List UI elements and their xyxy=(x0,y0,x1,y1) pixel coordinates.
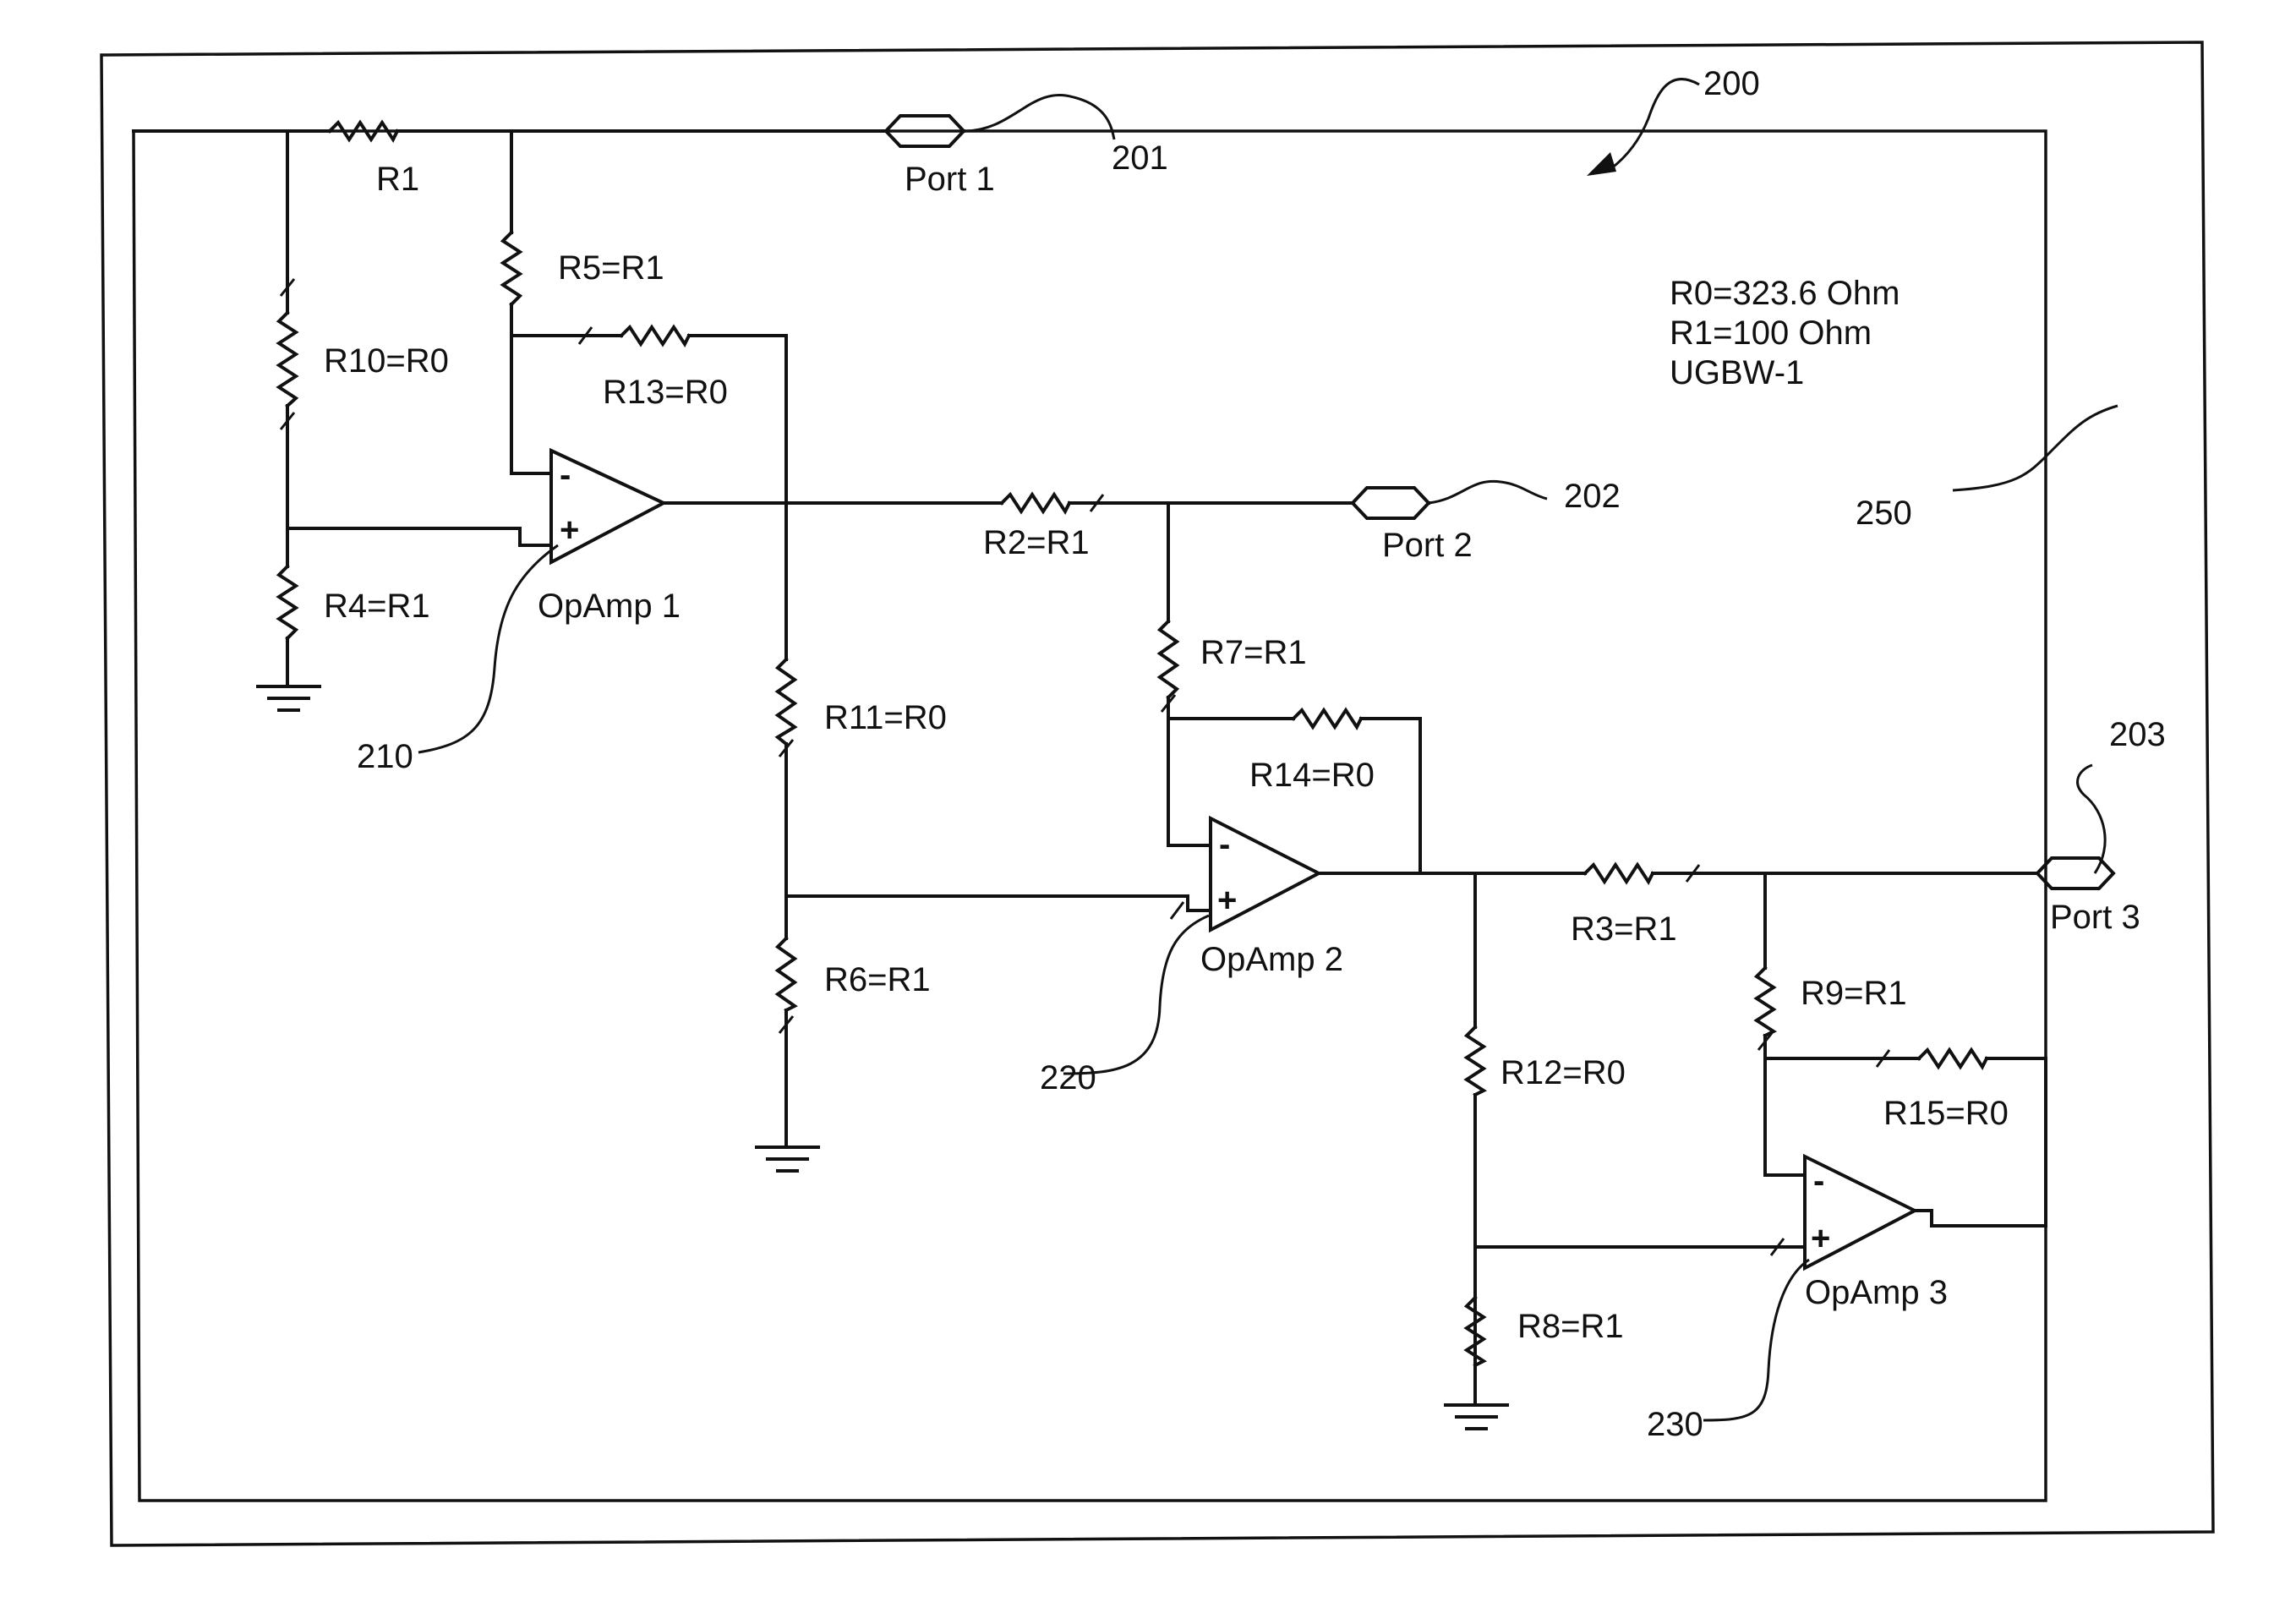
label-opamp-2: OpAmp 2 xyxy=(1200,941,1343,978)
opamp-1-plus: + xyxy=(560,511,579,549)
param-r1: R1=100 Ohm xyxy=(1670,314,1872,352)
label-r1: R1 xyxy=(376,161,419,198)
resistor-r15 xyxy=(1919,1050,1987,1067)
opamp-2: - + xyxy=(1211,818,1319,930)
resistor-r6 xyxy=(778,938,795,1010)
label-ref-202: 202 xyxy=(1564,478,1621,515)
label-r10: R10=R0 xyxy=(324,342,449,380)
label-r6: R6=R1 xyxy=(824,961,931,998)
opamp-1: - + xyxy=(551,451,664,562)
label-ref-210: 210 xyxy=(357,738,413,775)
label-r3: R3=R1 xyxy=(1571,910,1677,948)
resistor-r2 xyxy=(1002,495,1069,511)
resistor-r11 xyxy=(778,659,795,744)
opamp-3: - + xyxy=(1805,1156,1915,1268)
ground-1 xyxy=(258,686,320,710)
label-r7: R7=R1 xyxy=(1200,634,1307,671)
label-opamp-3: OpAmp 3 xyxy=(1805,1274,1948,1311)
label-opamp-1: OpAmp 1 xyxy=(538,588,681,625)
leader-230 xyxy=(1703,1260,1809,1420)
label-port-1: Port 1 xyxy=(905,161,995,198)
tolerance-ticks xyxy=(281,279,1889,1255)
label-ref-203: 203 xyxy=(2109,716,2166,753)
resistor-r4 xyxy=(279,566,296,638)
opamp-2-plus: + xyxy=(1217,882,1237,919)
label-r12: R12=R0 xyxy=(1501,1054,1626,1091)
ground-3 xyxy=(1446,1405,1507,1429)
label-r9: R9=R1 xyxy=(1801,975,1907,1012)
resistor-r9 xyxy=(1757,968,1774,1036)
resistor-r7 xyxy=(1160,621,1177,697)
label-r2: R2=R1 xyxy=(983,524,1090,561)
labels: R1 R5=R1 R10=R0 R13=R0 R4=R1 R2=R1 R7=R1… xyxy=(324,65,2166,1443)
label-r4: R4=R1 xyxy=(324,588,430,625)
opamp-3-minus: - xyxy=(1813,1162,1824,1200)
leader-200 xyxy=(1610,79,1699,169)
resistor-r14 xyxy=(1293,710,1361,727)
leader-201 xyxy=(964,95,1114,139)
opamp-2-minus: - xyxy=(1219,826,1230,863)
label-r13: R13=R0 xyxy=(603,374,728,411)
label-r15: R15=R0 xyxy=(1883,1095,2009,1132)
label-ref-201: 201 xyxy=(1112,139,1168,177)
label-ref-230: 230 xyxy=(1647,1406,1703,1443)
leader-250 xyxy=(1953,406,2118,490)
opamp-3-plus: + xyxy=(1811,1220,1830,1257)
opamp-1-minus: - xyxy=(560,457,571,494)
figure-frame xyxy=(101,42,2213,1545)
resistor-r3 xyxy=(1585,865,1653,882)
label-ref-220: 220 xyxy=(1040,1059,1096,1096)
resistor-r5 xyxy=(503,232,520,304)
arrow-200 xyxy=(1587,152,1616,176)
ground-2 xyxy=(757,1147,818,1171)
leader-202 xyxy=(1429,481,1547,503)
leader-220 xyxy=(1063,916,1209,1074)
resistor-r12 xyxy=(1467,1027,1484,1095)
port-3-symbol xyxy=(2037,858,2113,889)
resistor-r13 xyxy=(621,327,689,344)
port-2-symbol xyxy=(1353,488,1429,518)
label-port-3: Port 3 xyxy=(2050,899,2140,936)
leader-210 xyxy=(418,545,558,752)
ground-symbols xyxy=(258,686,1507,1429)
label-port-2: Port 2 xyxy=(1382,527,1473,564)
label-r5: R5=R1 xyxy=(558,249,664,287)
label-r8: R8=R1 xyxy=(1517,1308,1624,1345)
param-ugbw: UGBW-1 xyxy=(1670,354,1804,391)
label-r14: R14=R0 xyxy=(1249,757,1375,794)
resistor-r10 xyxy=(279,313,296,406)
label-ref-250: 250 xyxy=(1856,495,1912,532)
param-r0: R0=323.6 Ohm xyxy=(1670,275,1900,312)
label-r11: R11=R0 xyxy=(824,699,947,736)
label-ref-200: 200 xyxy=(1703,65,1760,102)
